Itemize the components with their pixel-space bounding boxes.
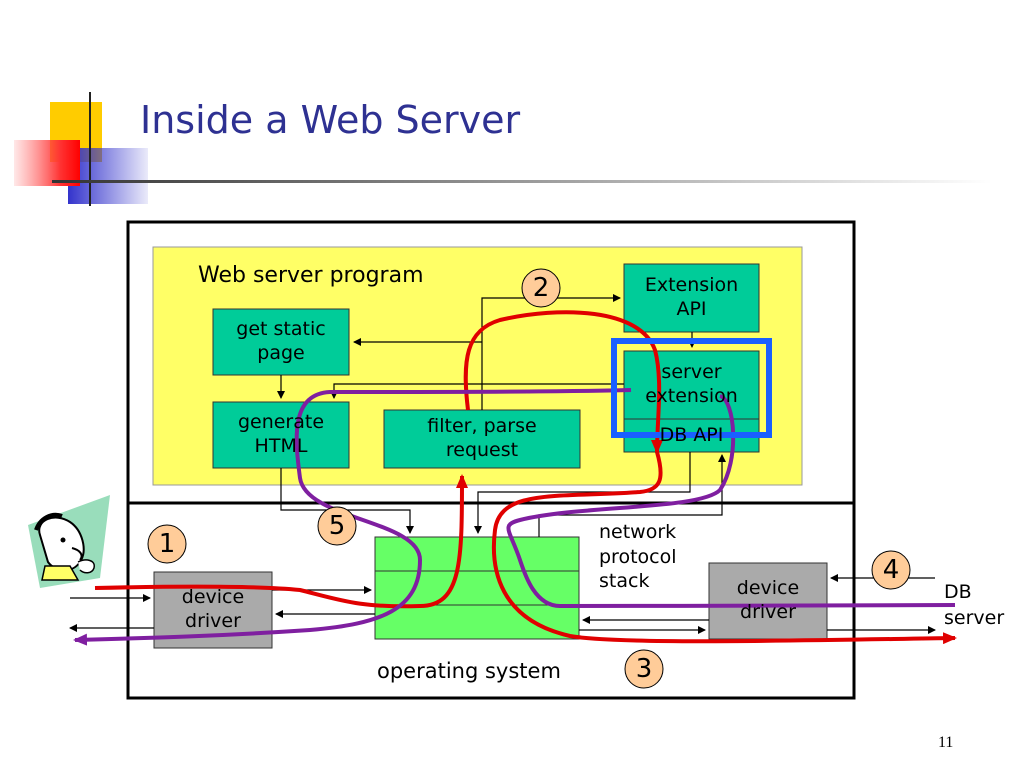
step-2-label: 2: [532, 273, 550, 303]
protocol-stack-box: [374, 536, 580, 640]
device-driver-left-label: device driver: [181, 586, 245, 632]
request-path: [94, 474, 468, 609]
slide-title: Inside a Web Server: [140, 98, 521, 142]
step-1-label: 1: [158, 529, 176, 559]
step-2-circle: [521, 268, 561, 308]
step-4-circle: [871, 550, 911, 590]
response-path-to-client: [73, 388, 632, 646]
response-path: [506, 394, 956, 609]
get-static-page-box: [212, 308, 350, 376]
step-3-circle: [624, 649, 664, 689]
server-extension-box: [623, 350, 760, 420]
step-1-circle: [147, 524, 187, 564]
server-extension-label: server extension: [645, 361, 738, 407]
generate-html-box: [212, 401, 350, 469]
get-static-page-label: get static page: [236, 318, 326, 364]
device-driver-right-label: device driver: [736, 577, 800, 623]
extension-api-box: [623, 263, 760, 333]
network-protocol-stack-label: network protocol stack: [599, 521, 677, 593]
request-path-to-extension: [463, 310, 664, 454]
filter-parse-request-label: filter, parse request: [427, 415, 537, 461]
operating-system-label: operating system: [377, 659, 561, 683]
filter-parse-request-box: [383, 409, 581, 469]
web-server-program-label: Web server program: [198, 263, 424, 288]
extension-api-label: Extension API: [644, 274, 739, 320]
step-5-label: 5: [328, 511, 346, 541]
generate-html-label: generate HTML: [237, 411, 325, 457]
step-3-label: 3: [635, 654, 653, 684]
step-5-circle: [317, 506, 357, 546]
page-number: 11: [938, 734, 954, 751]
client-user-icon: [28, 495, 110, 588]
step-4-label: 4: [882, 555, 900, 585]
server-machine-frame: [126, 220, 856, 700]
db-api-label: DB API: [659, 423, 724, 446]
device-driver-right-box: [708, 562, 828, 640]
db-request-path: [491, 451, 957, 645]
extension-highlight: [611, 338, 772, 438]
db-server-label: DB server: [944, 581, 1005, 629]
